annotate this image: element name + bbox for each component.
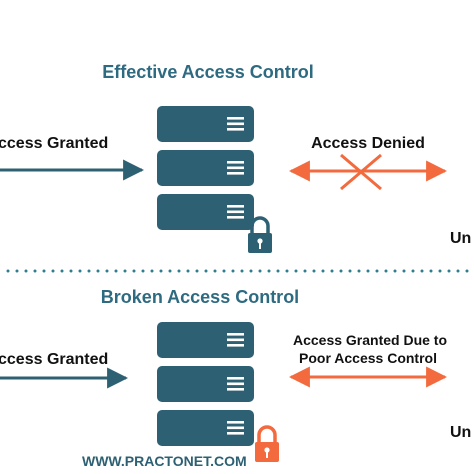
top-left-label: ccess Granted: [0, 135, 108, 152]
server-unit: [157, 194, 254, 230]
watermark-text: WWW.PRACTONET.COM: [82, 453, 247, 469]
bottom-padlock-icon: [255, 425, 279, 462]
bottom-right-label-line2: Poor Access Control: [299, 350, 437, 366]
bottom-right-edge-text: Un: [450, 424, 471, 441]
server-unit: [157, 150, 254, 186]
bottom-right-label-line1: Access Granted Due to: [293, 332, 447, 348]
server-unit: [157, 322, 254, 358]
top-padlock-icon: [248, 216, 272, 253]
top-right-label: Access Denied: [311, 135, 425, 152]
denied-cross-icon: [340, 153, 382, 191]
top-server-stack: [157, 106, 254, 230]
server-unit: [157, 410, 254, 446]
top-right-edge-text: Un: [450, 230, 471, 247]
bottom-section-title: Broken Access Control: [101, 287, 299, 307]
bottom-server-stack: [157, 322, 254, 446]
bottom-left-label: ccess Granted: [0, 351, 108, 368]
server-unit: [157, 366, 254, 402]
server-unit: [157, 106, 254, 142]
top-section-title: Effective Access Control: [102, 62, 313, 82]
